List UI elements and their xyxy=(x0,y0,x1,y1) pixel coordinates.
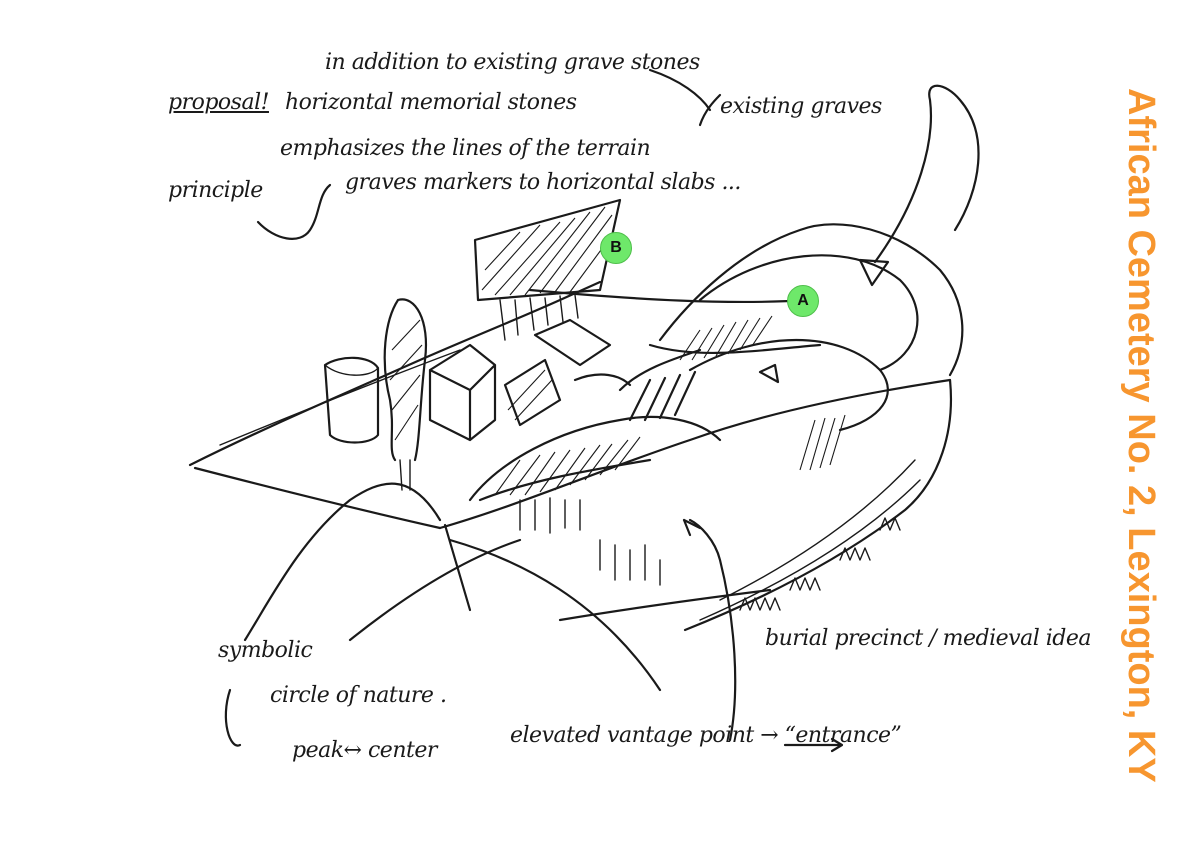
terrain-mound xyxy=(648,84,980,632)
annotation-principle: principle xyxy=(168,178,263,203)
ground-plane xyxy=(188,280,952,692)
annotation-proposal: proposal! xyxy=(168,90,269,115)
annotation-graves-markers: graves markers to horizontal slabs ... xyxy=(345,170,741,195)
annotation-emphasizes: emphasizes the lines of the terrain xyxy=(280,136,651,161)
annotation-symbolic: symbolic xyxy=(218,638,313,663)
center-structures xyxy=(428,318,632,442)
leader-lines xyxy=(224,68,844,753)
annotation-proposal-text: horizontal memorial stones xyxy=(285,90,577,115)
page-title: African Cemetery No. 2, Lexington, KY xyxy=(1120,88,1162,783)
annotation-addition: in addition to existing grave stones xyxy=(325,50,700,75)
memorial-slabs-b xyxy=(473,198,622,341)
annotation-circle-of-nature: circle of nature . xyxy=(270,683,447,708)
annotation-vantage-point: elevated vantage point → “entrance” xyxy=(510,723,902,748)
annotation-existing-graves: existing graves xyxy=(720,94,882,119)
annotation-peak-center: peak↔ center xyxy=(292,738,437,763)
annotation-burial-precinct: burial precinct / medieval idea xyxy=(765,626,1092,651)
human-figure xyxy=(323,298,428,491)
central-grove xyxy=(468,315,846,586)
marker-a[interactable]: A xyxy=(787,285,819,317)
marker-b[interactable]: B xyxy=(600,232,632,264)
